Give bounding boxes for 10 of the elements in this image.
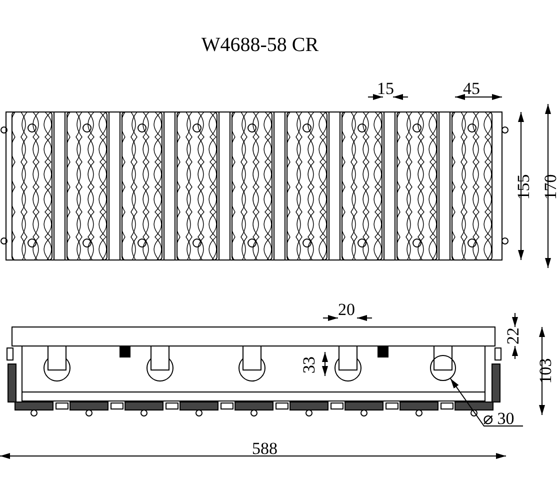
dimension-label: ⌀ 30 — [483, 410, 523, 428]
dimension-label: 15 — [377, 80, 394, 98]
drawing-title: W4688-58 CR — [200, 36, 320, 54]
socket-ring — [430, 355, 456, 381]
dimension-label: 33 — [300, 356, 318, 374]
dimension-label: 22 — [504, 328, 522, 344]
dimension-label: 588 — [252, 440, 278, 458]
dimension-label: 20 — [338, 301, 355, 319]
dimension-label: 45 — [463, 80, 480, 98]
leader-line — [450, 378, 524, 426]
